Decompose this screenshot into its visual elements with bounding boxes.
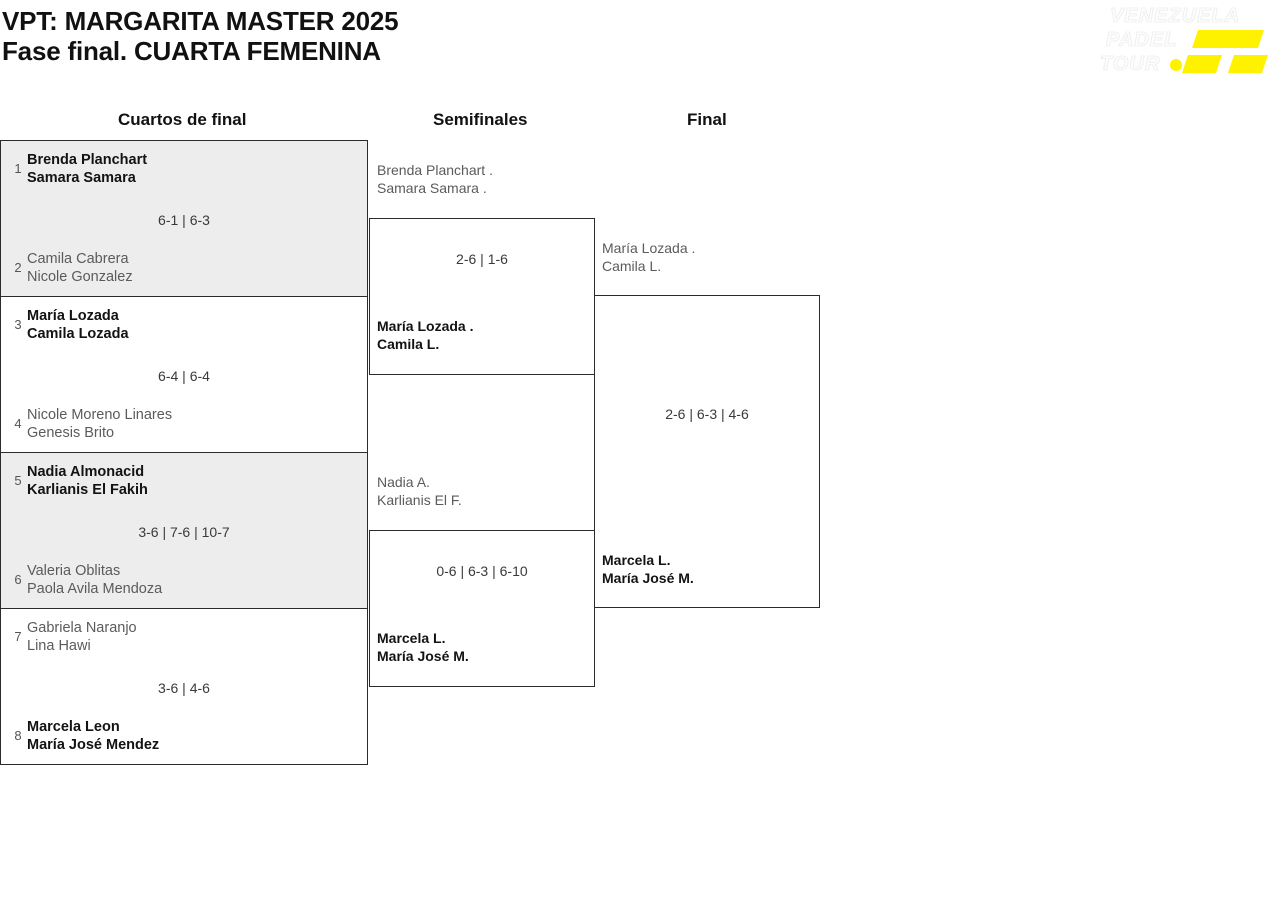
semifinal-1-team-top[interactable]: Brenda Planchart . Samara Samara .	[377, 161, 493, 197]
player-name: Camila L.	[602, 258, 662, 274]
player-name: Samara Samara .	[377, 180, 487, 196]
player-name: Brenda Planchart	[27, 152, 148, 168]
logo-bar-1	[1192, 30, 1264, 48]
player-name: Karlianis El F.	[377, 492, 462, 508]
logo-dot	[1170, 59, 1182, 71]
match-final[interactable]: 2-6 | 6-3 | 4-6	[594, 295, 820, 608]
semifinal-2-team-top[interactable]: Nadia A. Karlianis El F.	[377, 473, 462, 509]
player-name: Camila L.	[377, 336, 440, 352]
final-team-bottom[interactable]: Marcela L. María José M.	[602, 551, 694, 587]
seed-number: 8	[14, 728, 22, 743]
logo-bar-3	[1228, 55, 1268, 73]
team-names: Valeria Oblitas Paola Avila Mendoza	[27, 562, 367, 598]
seed-number: 2	[14, 260, 22, 275]
team-names: Gabriela Naranjo Lina Hawi	[27, 619, 367, 655]
final-team-top[interactable]: María Lozada . Camila L.	[602, 239, 695, 275]
tournament-title: VPT: MARGARITA MASTER 2025	[2, 6, 399, 36]
match-team-bottom[interactable]: 6 Valeria Oblitas Paola Avila Mendoza	[1, 562, 367, 598]
player-name: Lina Hawi	[27, 638, 91, 654]
player-name: Marcela L.	[377, 630, 446, 646]
match-score: 3-6 | 7-6 | 10-7	[138, 524, 230, 540]
seed-number: 4	[14, 416, 22, 431]
match-score: 6-4 | 6-4	[158, 368, 210, 384]
match-quarterfinal-3[interactable]: 5 Nadia Almonacid Karlianis El Fakih 3-6…	[0, 452, 368, 609]
seed-number: 1	[14, 161, 22, 176]
match-score: 3-6 | 4-6	[158, 680, 210, 696]
match-score: 2-6 | 6-3 | 4-6	[665, 406, 749, 422]
match-score: 2-6 | 1-6	[456, 251, 508, 267]
seed-number: 6	[14, 572, 22, 587]
team-names: Camila Cabrera Nicole Gonzalez	[27, 250, 367, 286]
logo-text-tour: TOUR	[1100, 53, 1160, 75]
player-name: Camila Lozada	[27, 326, 129, 342]
match-quarterfinal-1[interactable]: 1 Brenda Planchart Samara Samara 6-1 | 6…	[0, 140, 368, 297]
match-team-top[interactable]: 1 Brenda Planchart Samara Samara	[1, 151, 367, 187]
player-name: María Lozada .	[377, 318, 474, 334]
player-name: Brenda Planchart .	[377, 162, 493, 178]
team-names: María Lozada Camila Lozada	[27, 307, 367, 343]
match-semifinal-2[interactable]: 0-6 | 6-3 | 6-10	[369, 530, 595, 687]
round-header-quarterfinals: Cuartos de final	[118, 110, 247, 129]
round-header-semifinals: Semifinales	[433, 110, 528, 129]
player-name: María José M.	[377, 648, 469, 664]
player-name: Marcela Leon	[27, 719, 120, 735]
player-name: María Lozada	[27, 308, 119, 324]
round-header-final: Final	[687, 110, 727, 129]
tournament-subtitle: Fase final. CUARTA FEMENINA	[2, 36, 381, 66]
player-name: Nadia Almonacid	[27, 464, 145, 480]
player-name: María José M.	[602, 570, 694, 586]
player-name: Genesis Brito	[27, 425, 115, 441]
seed-number: 5	[14, 473, 22, 488]
match-team-top[interactable]: 3 María Lozada Camila Lozada	[1, 307, 367, 343]
seed-number: 3	[14, 317, 22, 332]
page-header: VPT: MARGARITA MASTER 2025 Fase final. C…	[0, 0, 1280, 96]
player-name: María Lozada .	[602, 240, 696, 256]
player-name: Nicole Gonzalez	[27, 269, 133, 285]
player-name: Karlianis El Fakih	[27, 482, 148, 498]
player-name: Gabriela Naranjo	[27, 620, 137, 636]
semifinal-1-team-bottom[interactable]: María Lozada . Camila L.	[377, 317, 473, 353]
player-name: Camila Cabrera	[27, 251, 129, 267]
player-name: Valeria Oblitas	[27, 563, 121, 579]
match-quarterfinal-2[interactable]: 3 María Lozada Camila Lozada 6-4 | 6-4 4…	[0, 296, 368, 453]
match-team-bottom[interactable]: 2 Camila Cabrera Nicole Gonzalez	[1, 250, 367, 286]
team-names: Nicole Moreno Linares Genesis Brito	[27, 406, 367, 442]
match-team-top[interactable]: 7 Gabriela Naranjo Lina Hawi	[1, 619, 367, 655]
player-name: Samara Samara	[27, 170, 136, 186]
seed-number: 7	[14, 629, 22, 644]
logo-text-padel: PADEL	[1106, 29, 1177, 51]
page-title: VPT: MARGARITA MASTER 2025 Fase final. C…	[2, 6, 399, 66]
logo-bar-2	[1182, 55, 1222, 73]
player-name: Nicole Moreno Linares	[27, 407, 173, 423]
match-team-bottom[interactable]: 8 Marcela Leon María José Mendez	[1, 718, 367, 754]
match-score: 6-1 | 6-3	[158, 212, 210, 228]
logo-text-venezuela: VENEZUELA	[1110, 5, 1240, 27]
team-names: Brenda Planchart Samara Samara	[27, 151, 367, 187]
semifinal-2-team-bottom[interactable]: Marcela L. María José M.	[377, 629, 469, 665]
venezuela-padel-tour-logo: VENEZUELA PADEL TOUR	[1092, 2, 1272, 82]
match-semifinal-1[interactable]: 2-6 | 1-6	[369, 218, 595, 375]
match-score: 0-6 | 6-3 | 6-10	[436, 563, 528, 579]
match-quarterfinal-4[interactable]: 7 Gabriela Naranjo Lina Hawi 3-6 | 4-6 8…	[0, 608, 368, 765]
team-names: Marcela Leon María José Mendez	[27, 718, 367, 754]
player-name: Marcela L.	[602, 552, 671, 568]
player-name: María José Mendez	[27, 737, 160, 753]
match-team-top[interactable]: 5 Nadia Almonacid Karlianis El Fakih	[1, 463, 367, 499]
match-team-bottom[interactable]: 4 Nicole Moreno Linares Genesis Brito	[1, 406, 367, 442]
player-name: Nadia A.	[377, 474, 430, 490]
team-names: Nadia Almonacid Karlianis El Fakih	[27, 463, 367, 499]
player-name: Paola Avila Mendoza	[27, 581, 163, 597]
